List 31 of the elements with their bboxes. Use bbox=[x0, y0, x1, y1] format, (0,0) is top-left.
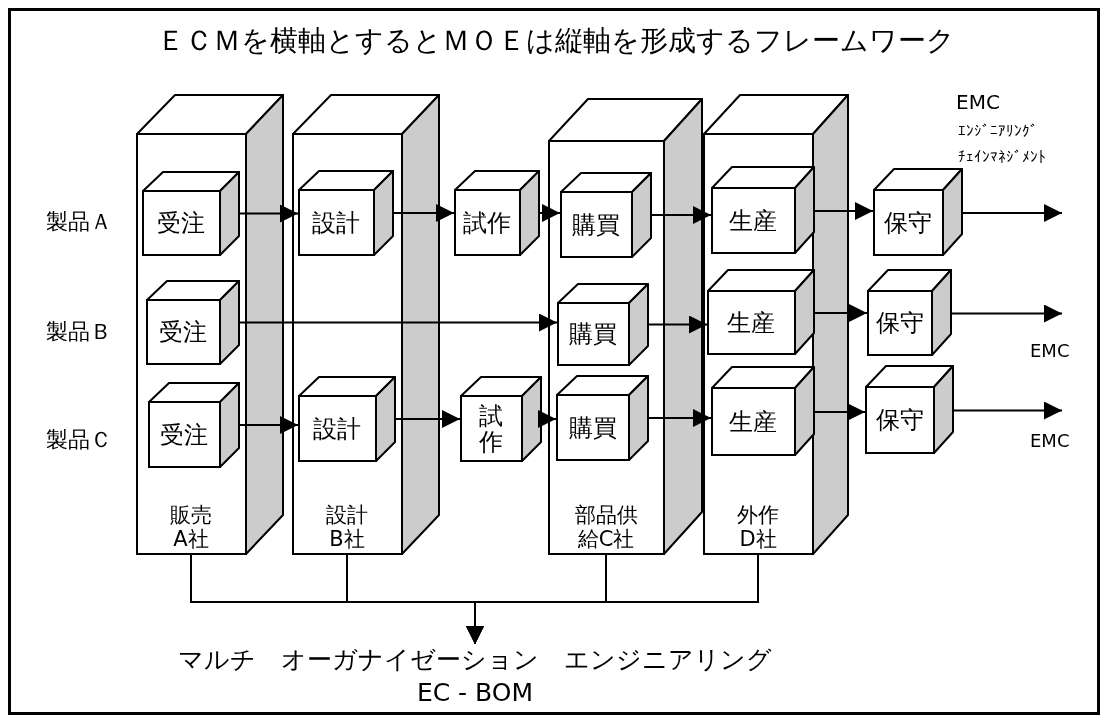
arrow bbox=[648, 315, 708, 334]
emc-label: ﾁｪｲﾝﾏﾈｼﾞﾒﾝﾄ bbox=[958, 148, 1046, 166]
row-label: 製品Ａ bbox=[46, 208, 112, 236]
arrow bbox=[538, 410, 557, 428]
arrow bbox=[239, 313, 558, 332]
arrow bbox=[466, 554, 759, 645]
arrow bbox=[951, 304, 1063, 323]
title: ＥＣＭを横軸とするとＭＯＥは縦軸を形成するフレームワーク bbox=[155, 23, 956, 59]
company-label: 部品供給C社 bbox=[573, 502, 639, 551]
arrow bbox=[539, 204, 561, 222]
company-label: 設計B社 bbox=[325, 502, 369, 551]
arrow bbox=[651, 206, 712, 224]
emc-label: EMC bbox=[1030, 340, 1070, 361]
company-label: 販売A社 bbox=[169, 502, 213, 551]
arrow bbox=[814, 304, 868, 322]
emc-label: EMC bbox=[1030, 430, 1070, 451]
emc-label: EMC bbox=[956, 90, 1000, 114]
emc-label: ｴﾝｼﾞﾆｱﾘﾝｸﾞ bbox=[958, 122, 1038, 140]
arrow bbox=[239, 416, 299, 434]
arrow bbox=[648, 409, 712, 427]
arrow bbox=[393, 204, 455, 222]
row-label: 製品Ｂ bbox=[46, 318, 112, 346]
company-label: 外作D社 bbox=[736, 502, 780, 551]
arrow bbox=[395, 410, 461, 428]
row-label: 製品Ｃ bbox=[46, 426, 112, 454]
arrow bbox=[239, 204, 299, 223]
arrow bbox=[814, 403, 866, 421]
arrow bbox=[953, 401, 1063, 420]
arrow bbox=[962, 204, 1063, 222]
output-label: マルチ オーガナイゼーション エンジニアリング EC - BOM bbox=[160, 644, 790, 710]
arrow bbox=[814, 202, 874, 220]
